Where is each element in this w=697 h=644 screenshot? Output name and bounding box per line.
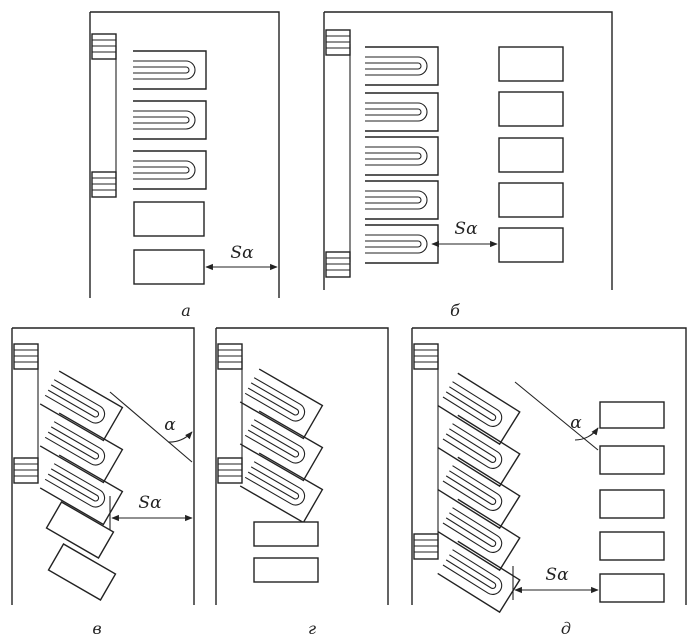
panel-b-block-3 [498, 137, 564, 173]
panel-g-clamp-top [217, 343, 243, 370]
panel-d-block-1 [599, 401, 665, 429]
panel-v-block-2 [47, 543, 117, 601]
panel-b-clamp-top [325, 29, 351, 56]
panel-v-incline-line [109, 391, 193, 463]
panel-g-block-2 [253, 557, 319, 583]
panel-b: Sα б [323, 11, 613, 320]
panel-g-frame [216, 327, 389, 605]
panel-a-coil-3 [132, 150, 207, 190]
panel-v-frame [12, 327, 195, 605]
panel-g-coil-1 [239, 368, 324, 440]
panel-d-clamp-bottom [413, 533, 439, 560]
panel-d-coil-2 [436, 414, 521, 487]
panel-d-coil-1 [436, 372, 521, 445]
panel-d-angle-label: α [570, 413, 582, 433]
panel-a-block-1 [133, 201, 205, 237]
panel-d-caption: д [561, 619, 571, 638]
panel-b-dimension-label: Sα [454, 219, 478, 239]
panel-b-coil-1 [364, 46, 439, 86]
panel-v: α Sα в [11, 327, 195, 638]
panel-b-coil-4 [364, 180, 439, 220]
panel-v-coil-2 [39, 412, 124, 484]
panel-a-coil-1 [132, 50, 207, 90]
panel-d-clamp-top [413, 343, 439, 370]
panel-d: α Sα д [411, 327, 687, 638]
panel-d-block-4 [599, 531, 665, 561]
panel-a-dimension-label: Sα [230, 243, 254, 263]
panel-g: г [215, 327, 389, 638]
panel-a-coil-2 [132, 100, 207, 140]
panel-g-caption: г [308, 619, 316, 638]
panel-v-coil-1 [39, 370, 124, 442]
panel-a-clamp-top [91, 33, 117, 60]
panel-v-angle-arc [167, 431, 193, 443]
panel-b-block-4 [498, 182, 564, 218]
panel-v-caption: в [92, 619, 101, 638]
panel-a-block-2 [133, 249, 205, 285]
panel-b-coil-2 [364, 92, 439, 132]
panel-v-clamp-bottom [13, 457, 39, 484]
panel-d-coil-3 [436, 456, 521, 529]
panel-d-block-3 [599, 489, 665, 519]
panel-g-coil-3 [239, 452, 324, 524]
panel-d-angle-arc [574, 427, 599, 441]
panel-v-angle-label: α [164, 415, 176, 435]
panel-d-coil-4 [436, 498, 521, 571]
panel-a-caption: а [181, 301, 191, 320]
panel-d-incline-line [514, 381, 599, 451]
panel-v-dimension-label: Sα [138, 493, 162, 513]
panel-g-coil-2 [239, 410, 324, 482]
panel-b-block-2 [498, 91, 564, 127]
panel-a-frame [90, 11, 280, 298]
panel-d-dimension-label: Sα [545, 565, 569, 585]
panel-g-clamp-bottom [217, 457, 243, 484]
panel-b-caption: б [450, 301, 460, 320]
panel-b-frame [324, 11, 613, 290]
panel-v-block-1 [45, 501, 115, 559]
panel-b-coil-3 [364, 136, 439, 176]
panel-b-block-5 [498, 227, 564, 263]
panel-a: Sα а [89, 11, 280, 320]
panel-b-block-1 [498, 46, 564, 82]
panel-b-coil-5 [364, 224, 439, 264]
panel-g-block-1 [253, 521, 319, 547]
panel-d-block-2 [599, 445, 665, 475]
panel-b-clamp-bottom [325, 251, 351, 278]
panel-v-clamp-top [13, 343, 39, 370]
panel-d-frame [412, 327, 687, 605]
panel-d-block-5 [599, 573, 665, 603]
panel-a-clamp-bottom [91, 171, 117, 198]
panel-d-coil-5 [436, 540, 521, 613]
